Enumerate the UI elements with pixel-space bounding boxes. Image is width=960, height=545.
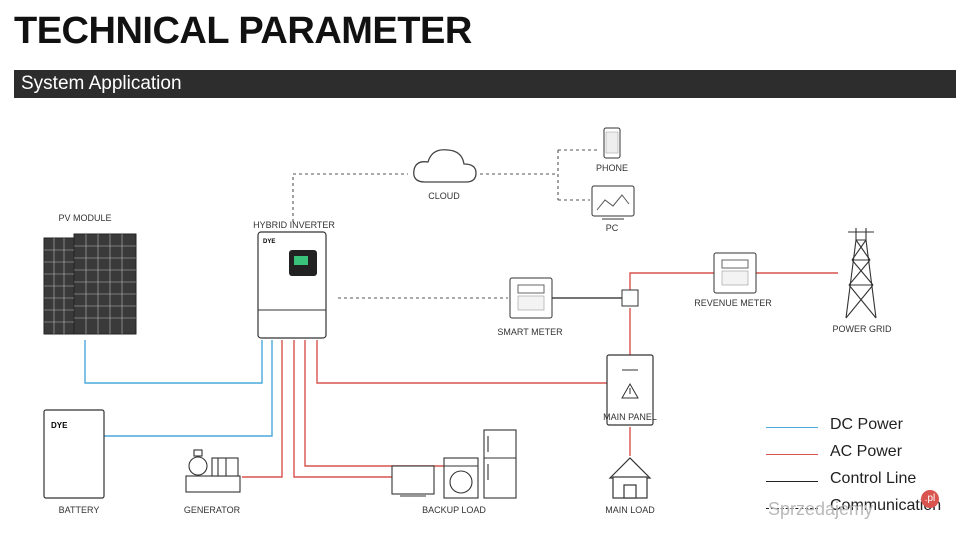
hybrid-inverter-label: HYBRID INVERTER xyxy=(253,220,335,230)
page-title: TECHNICAL PARAMETER xyxy=(14,10,472,52)
main-panel-label: MAIN PANEL xyxy=(603,412,657,422)
legend-label: DC Power xyxy=(830,416,903,433)
main-load-icon xyxy=(608,457,652,499)
pv-module-label: PV MODULE xyxy=(58,213,112,223)
revenue-meter-icon xyxy=(713,252,757,294)
battery-icon: DYE xyxy=(43,409,105,499)
generator-icon xyxy=(185,449,241,493)
section-title: System Application xyxy=(21,73,182,94)
inverter-brand: DYE xyxy=(263,239,275,245)
watermark-text: Sprzedajemy xyxy=(768,499,874,519)
phone-label: PHONE xyxy=(595,163,629,173)
cloud-label: CLOUD xyxy=(428,191,460,201)
junction-box xyxy=(621,289,639,307)
power-grid-label: POWER GRID xyxy=(832,324,892,334)
watermark-badge: .pl xyxy=(921,490,939,508)
dc-power-lines xyxy=(84,340,273,437)
backup-load-label: BACKUP LOAD xyxy=(422,505,486,515)
generator-label: GENERATOR xyxy=(183,505,241,515)
phone-icon xyxy=(603,127,621,159)
smart-meter-icon xyxy=(509,277,553,319)
battery-label: BATTERY xyxy=(58,505,100,515)
main-load-label: MAIN LOAD xyxy=(605,505,655,515)
backup-load-icon xyxy=(391,429,517,499)
legend-label: Control Line xyxy=(830,470,917,487)
smart-meter-label: SMART METER xyxy=(497,327,563,337)
battery-brand: DYE xyxy=(51,421,68,430)
pc-label: PC xyxy=(605,223,619,233)
pc-icon xyxy=(591,185,635,220)
cloud-icon xyxy=(413,149,477,183)
section-bar: System Application xyxy=(14,70,956,98)
power-grid-icon xyxy=(845,228,877,319)
legend-swatch xyxy=(766,481,818,482)
legend-label: Communication xyxy=(830,497,942,514)
communication-lines xyxy=(292,149,598,299)
main-panel-icon xyxy=(606,354,654,426)
revenue-meter-label: REVENUE METER xyxy=(694,298,772,308)
legend-swatch xyxy=(766,454,818,455)
pv-module-icon xyxy=(43,233,137,335)
legend-swatch xyxy=(766,508,818,509)
hybrid-inverter-icon: DYE xyxy=(257,231,327,339)
legend-swatch xyxy=(766,427,818,428)
legend-label: AC Power xyxy=(830,443,903,460)
